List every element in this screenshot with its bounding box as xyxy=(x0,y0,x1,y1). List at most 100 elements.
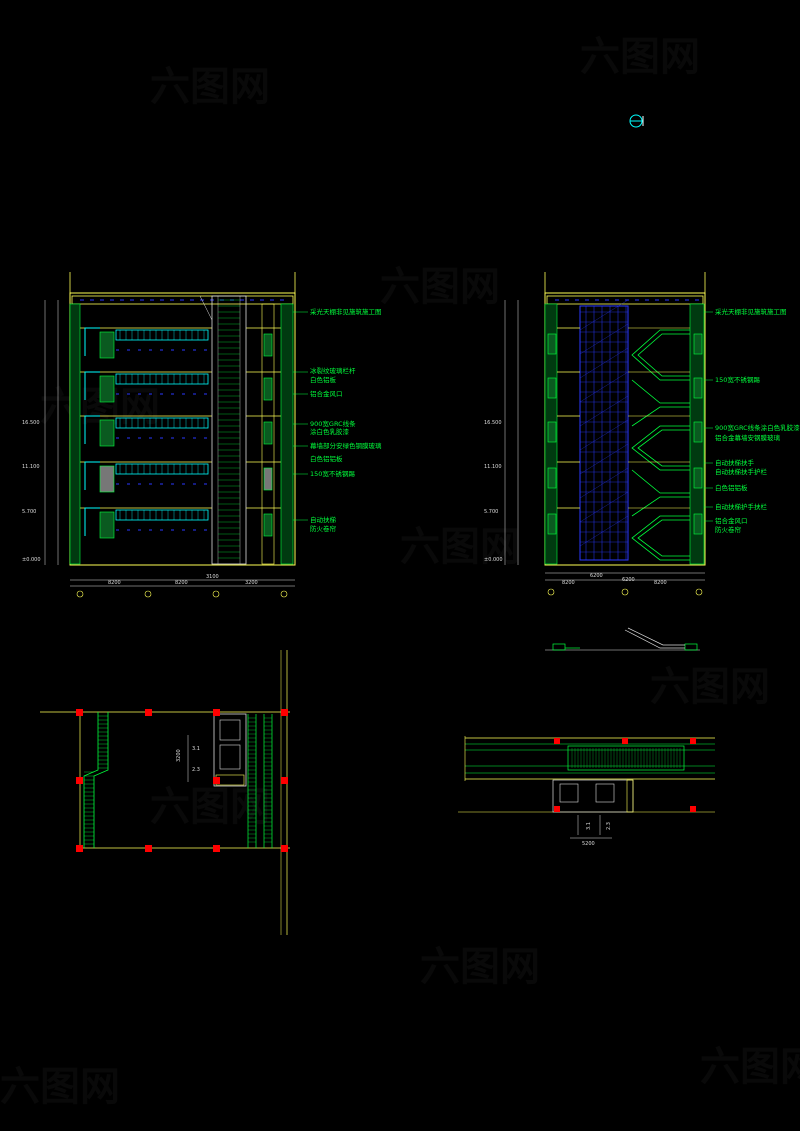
span-dim: 6200 xyxy=(590,573,603,579)
annotation-label: 自动扶梯扶手护栏 xyxy=(715,467,768,476)
glass-diagonal xyxy=(579,443,629,475)
column xyxy=(99,375,115,403)
watermark: 六图网 xyxy=(400,524,520,570)
escalator-run xyxy=(631,515,690,561)
handrail xyxy=(84,461,100,490)
column xyxy=(547,467,557,489)
span-dim: 8200 xyxy=(108,580,121,586)
annotation-label: 铝合金幕墙安钢膜玻璃 xyxy=(715,433,781,442)
escalator-run xyxy=(637,519,690,557)
glass-diagonal xyxy=(579,299,629,331)
escalator-run xyxy=(631,329,690,381)
escalator-run xyxy=(631,406,690,427)
annotation-label: 150宽不锈钢踢 xyxy=(310,469,355,478)
column xyxy=(547,513,557,535)
watermark: 六图网 xyxy=(150,784,270,830)
column xyxy=(547,333,557,355)
annotation-label: 采光天棚非见施筑施工图 xyxy=(715,307,787,316)
annotation-label: 涂白色乳胶漆 xyxy=(310,427,350,436)
watermark: 六图网 xyxy=(380,264,500,310)
watermarks: 六图网 六图网 六图网 六图网 六图网 六图网 六图网 六图网 六图网 六图网 xyxy=(0,34,800,1110)
left-floor-plan: 3.1 2.3 3200 xyxy=(40,650,290,935)
glass-diagonal xyxy=(579,467,629,499)
plan-dim: 2.3 xyxy=(606,822,612,830)
axis-bubbles xyxy=(547,588,703,596)
left-section-elevation: 8200 8200 3100 3200 16.500 11.100 5.700 … xyxy=(22,272,382,598)
handrail xyxy=(84,327,100,356)
glass-diagonal xyxy=(579,419,629,451)
plan-dim: 2.3 xyxy=(192,767,200,773)
glass-diagonal xyxy=(579,491,629,523)
escalator-run xyxy=(631,469,690,494)
watermark: 六图网 xyxy=(580,34,700,80)
annotation-label: 幕墙部分安绿色钢膜玻璃 xyxy=(310,441,382,450)
column xyxy=(693,377,703,399)
watermark: 六图网 xyxy=(650,664,770,710)
escalator-run xyxy=(631,425,690,471)
annotation-label: 自动扶梯扶手 xyxy=(715,458,755,467)
level-mark: ±0.000 xyxy=(484,557,503,563)
annotation-label: 铝合金风口 xyxy=(715,516,748,525)
annotation-label: 白色铝铝板 xyxy=(715,483,748,492)
column xyxy=(547,377,557,399)
glass-diagonal xyxy=(579,347,629,379)
column xyxy=(263,421,273,445)
span-dim: 8200 xyxy=(654,580,667,586)
escalator-run xyxy=(631,496,690,517)
left-annotations: 采光天棚非见施筑施工图 冰裂纹玻璃栏杆 白色铝板 铝合金风口 900宽GRC线条… xyxy=(293,307,382,533)
handrail xyxy=(84,371,100,400)
escalator-run xyxy=(631,379,690,404)
level-mark: ±0.000 xyxy=(22,557,41,563)
column xyxy=(263,513,273,537)
column xyxy=(693,333,703,355)
glass-diagonal xyxy=(579,323,629,355)
column xyxy=(99,331,115,359)
annotation-label: 150宽不锈钢踢 xyxy=(715,375,760,384)
annotation-label: 防火卷帘 xyxy=(715,525,742,534)
annotation-label: 白色铝板 xyxy=(310,375,337,384)
column-markers xyxy=(554,738,696,812)
handrail xyxy=(84,415,100,444)
annotation-label: 白色铝铝板 xyxy=(310,454,343,463)
column xyxy=(547,421,557,443)
column xyxy=(99,511,115,539)
axis-bubbles xyxy=(76,590,288,598)
annotation-label: 防火卷帘 xyxy=(310,524,337,533)
level-mark: 16.500 xyxy=(484,420,502,426)
watermark: 六图网 xyxy=(0,1064,120,1110)
column xyxy=(99,465,115,493)
column xyxy=(693,421,703,443)
level-mark: 5.700 xyxy=(484,509,498,515)
plan-dim: 5200 xyxy=(582,841,595,847)
escalator-run xyxy=(637,333,690,377)
annotation-label: 采光天棚非见施筑施工图 xyxy=(310,307,382,316)
column xyxy=(693,467,703,489)
plan-dim: 3.1 xyxy=(192,746,200,752)
level-mark: 16.500 xyxy=(22,420,40,426)
plan-dim: 3200 xyxy=(176,749,182,762)
watermark: 六图网 xyxy=(150,64,270,110)
column xyxy=(99,419,115,447)
span-dim: 6200 xyxy=(622,577,635,583)
glass-diagonal xyxy=(579,371,629,403)
column xyxy=(263,333,273,357)
span-dim: 8200 xyxy=(562,580,575,586)
column xyxy=(693,513,703,535)
level-mark: 11.100 xyxy=(22,464,40,470)
level-mark: 11.100 xyxy=(484,464,502,470)
right-annotations: 采光天棚非见施筑施工图 150宽不锈钢踢 900宽GRC线条涂白色乳胶漆 铝合金… xyxy=(704,307,800,534)
span-dim: 8200 xyxy=(175,580,188,586)
plan-dim: 3.1 xyxy=(586,822,592,830)
annotation-label: 自动扶梯护手扶栏 xyxy=(715,502,768,511)
column xyxy=(263,467,273,491)
escalator-run xyxy=(637,429,690,467)
annotation-label: 铝合金风口 xyxy=(310,389,343,398)
level-mark: 5.700 xyxy=(22,509,36,515)
section-symbol-icon xyxy=(629,114,644,128)
annotation-label: 自动扶梯 xyxy=(310,515,337,524)
handrail xyxy=(84,507,100,536)
watermark: 六图网 xyxy=(420,944,540,990)
annotation-label: 900宽GRC线条 xyxy=(310,419,356,428)
glass-diagonal xyxy=(579,515,629,547)
